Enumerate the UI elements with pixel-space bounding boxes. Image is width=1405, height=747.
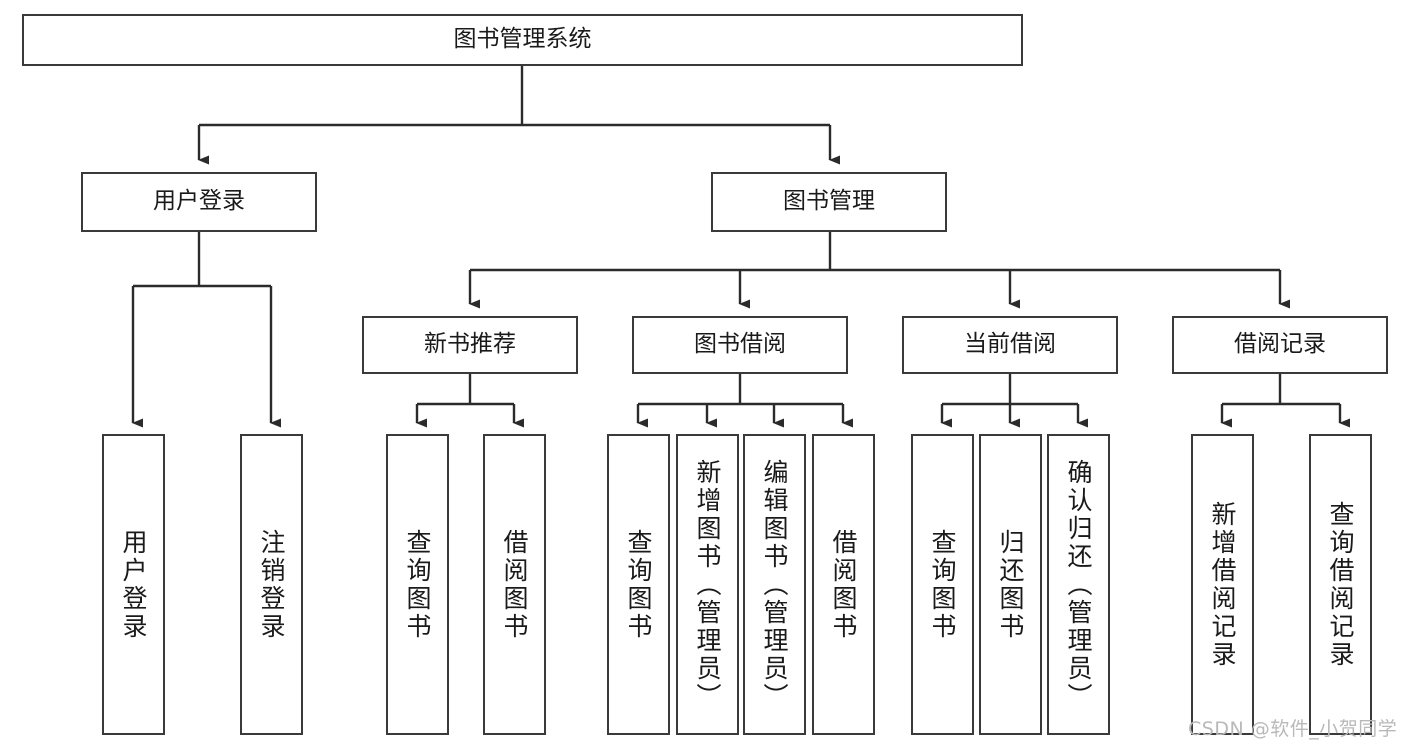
node-label: 借阅图书	[500, 528, 529, 641]
node-label: 借阅图书	[829, 528, 858, 641]
node-leaf-add-book[interactable]: 新增图书（管理员）	[676, 434, 739, 735]
node-label: 用户登录	[119, 528, 148, 641]
node-label: 归还图书	[996, 528, 1025, 641]
node-label: 查询图书	[928, 528, 957, 641]
node-label: 图书管理	[783, 188, 875, 215]
node-leaf-query-book-current[interactable]: 查询图书	[911, 434, 974, 735]
node-label: 编辑图书（管理员）	[760, 458, 789, 711]
node-label: 新增借阅记录	[1208, 500, 1237, 669]
node-leaf-add-borrow-record[interactable]: 新增借阅记录	[1191, 434, 1254, 735]
csdn-watermark: CSDN @软件_小贺同学	[1188, 718, 1398, 740]
node-label: 新增图书（管理员）	[693, 458, 722, 711]
node-label: 图书借阅	[694, 331, 786, 358]
node-root-book-management-system[interactable]: 图书管理系统	[22, 14, 1023, 66]
node-leaf-query-book-recommend[interactable]: 查询图书	[386, 434, 449, 735]
node-label: 注销登录	[257, 528, 286, 641]
node-book-management[interactable]: 图书管理	[711, 172, 947, 232]
node-leaf-user-login[interactable]: 用户登录	[102, 434, 165, 735]
node-leaf-query-book-borrow[interactable]: 查询图书	[607, 434, 670, 735]
node-label: 用户登录	[153, 188, 245, 215]
node-book-borrow[interactable]: 图书借阅	[632, 316, 848, 374]
node-label: 查询借阅记录	[1326, 500, 1355, 669]
node-label: 新书推荐	[424, 331, 516, 358]
node-label: 确认归还（管理员）	[1064, 458, 1093, 711]
node-leaf-query-borrow-record[interactable]: 查询借阅记录	[1309, 434, 1372, 735]
node-leaf-borrow-book-recommend[interactable]: 借阅图书	[483, 434, 546, 735]
node-current-borrow[interactable]: 当前借阅	[902, 316, 1118, 374]
node-user-login[interactable]: 用户登录	[81, 172, 317, 232]
node-leaf-confirm-return[interactable]: 确认归还（管理员）	[1047, 434, 1110, 735]
node-label: 借阅记录	[1234, 331, 1326, 358]
node-leaf-return-book[interactable]: 归还图书	[979, 434, 1042, 735]
node-borrow-record[interactable]: 借阅记录	[1172, 316, 1388, 374]
node-label: 当前借阅	[964, 331, 1056, 358]
node-label: 查询图书	[403, 528, 432, 641]
node-leaf-edit-book[interactable]: 编辑图书（管理员）	[743, 434, 806, 735]
node-new-book-recommend[interactable]: 新书推荐	[362, 316, 578, 374]
node-label: 图书管理系统	[453, 26, 592, 53]
node-label: 查询图书	[624, 528, 653, 641]
node-leaf-logout-login[interactable]: 注销登录	[240, 434, 303, 735]
node-leaf-borrow-book[interactable]: 借阅图书	[812, 434, 875, 735]
